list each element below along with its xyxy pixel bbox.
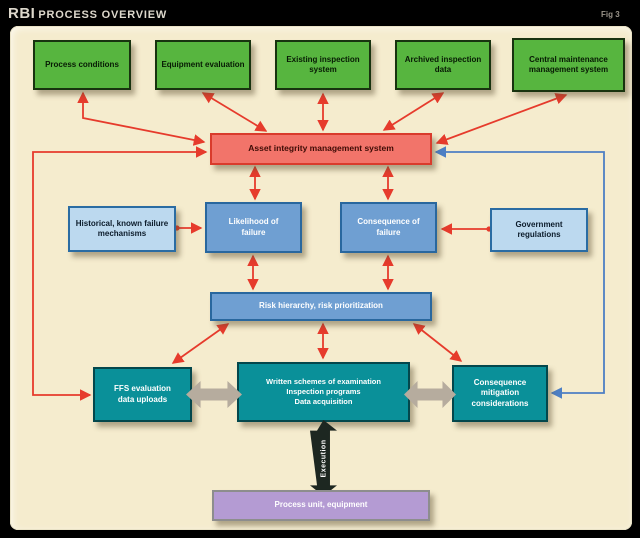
node-label: Process unit, equipment xyxy=(274,500,368,510)
node-label: Consequence mitigation considerations xyxy=(471,377,529,408)
node-label: Process conditions xyxy=(45,59,119,69)
node-label: Archived inspection data xyxy=(404,54,482,74)
node-label: Government regulations xyxy=(515,219,563,239)
node-label-line3: Data acquisition xyxy=(294,396,353,406)
node-label-line2: Inspection programs xyxy=(286,387,361,397)
node-process-conditions: Process conditions xyxy=(33,40,131,90)
node-archived-inspection-data: Archived inspection data xyxy=(395,40,491,90)
node-label: FFS evaluation data uploads xyxy=(114,384,171,404)
node-label-line1: Written schemes of examination xyxy=(266,377,381,387)
node-central-maintenance-system: Central maintenance management system xyxy=(512,38,625,92)
execution-label: Execution xyxy=(320,439,328,477)
node-risk-hierarchy-prioritization: Risk hierarchy, risk prioritization xyxy=(210,292,432,321)
node-existing-inspection-system: Existing inspection system xyxy=(275,40,371,90)
node-written-schemes: Written schemes of examination Inspectio… xyxy=(237,362,410,422)
node-label: Equipment evaluation xyxy=(161,59,245,69)
node-label: Risk hierarchy, risk prioritization xyxy=(259,301,383,311)
node-historical-failure-mechanisms: Historical, known failure mechanisms xyxy=(68,206,176,252)
node-consequence-mitigation: Consequence mitigation considerations xyxy=(452,365,548,422)
title-acronym: RBI xyxy=(8,5,36,22)
node-label: Consequence of failure xyxy=(357,217,420,237)
node-label: Likelihood of failure xyxy=(228,217,279,237)
title-text: PROCESS OVERVIEW xyxy=(38,9,168,21)
node-likelihood-of-failure: Likelihood of failure xyxy=(205,202,302,253)
node-label: Asset integrity management system xyxy=(248,143,394,154)
figure-label: Fig 3 xyxy=(601,10,620,19)
node-process-unit-equipment: Process unit, equipment xyxy=(212,490,430,521)
node-government-regulations: Government regulations xyxy=(490,208,588,252)
node-asset-integrity-management-system: Asset integrity management system xyxy=(210,133,432,165)
node-label: Existing inspection system xyxy=(286,54,360,74)
node-label: Central maintenance management system xyxy=(528,54,609,74)
node-consequence-of-failure: Consequence of failure xyxy=(340,202,437,253)
node-label: Historical, known failure mechanisms xyxy=(75,218,169,238)
node-ffs-evaluation-uploads: FFS evaluation data uploads xyxy=(93,367,192,422)
node-equipment-evaluation: Equipment evaluation xyxy=(155,40,251,90)
